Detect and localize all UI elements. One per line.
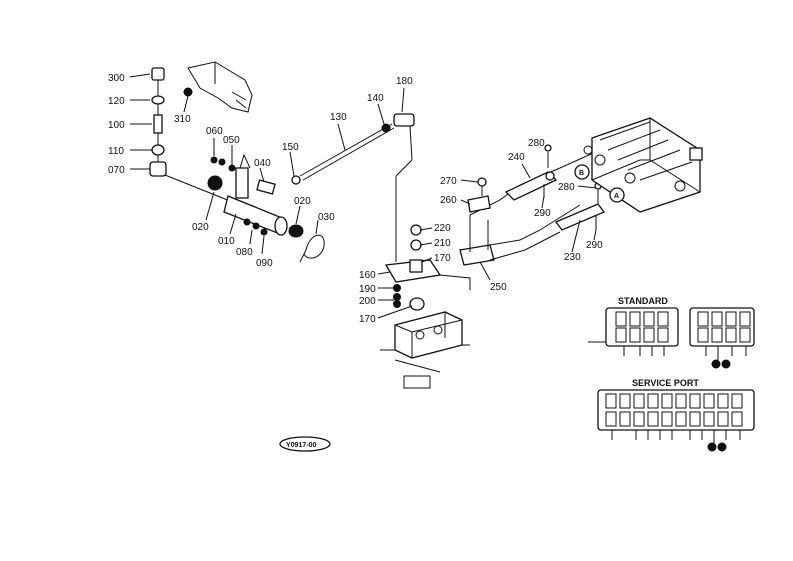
label-230: 230 — [564, 252, 581, 263]
label-130: 130 — [330, 112, 347, 123]
label-100: 100 — [108, 120, 125, 131]
upper-lever — [467, 144, 558, 213]
label-090: 090 — [256, 258, 273, 269]
figure-code: Y0917-00 — [286, 442, 316, 449]
label-250: 250 — [490, 282, 507, 293]
label-020-right: 020 — [294, 196, 311, 207]
ref-a: A — [614, 193, 619, 200]
ref-circle-b — [574, 164, 590, 180]
label-300: 300 — [108, 73, 125, 84]
label-060: 060 — [206, 126, 223, 137]
service-port-inset: SERVICE PORT — [597, 378, 755, 452]
label-180: 180 — [396, 76, 413, 87]
label-110: 110 — [108, 146, 124, 157]
label-190: 190 — [359, 284, 376, 295]
label-080: 080 — [236, 247, 253, 258]
label-050: 050 — [223, 135, 240, 146]
label-260: 260 — [440, 195, 457, 206]
label-210: 210 — [434, 238, 451, 249]
label-220: 220 — [434, 223, 451, 234]
standard-heading: STANDARD — [618, 296, 668, 306]
label-160: 160 — [359, 270, 376, 281]
label-010: 010 — [218, 236, 235, 247]
leader-lines — [129, 73, 597, 319]
label-280-mid: 280 — [558, 182, 575, 193]
pedal-bracket — [187, 61, 253, 113]
control-rod — [299, 113, 415, 262]
label-170-bottom: 170 — [359, 314, 376, 325]
label-290-bottom: 290 — [586, 240, 603, 251]
label-290-top: 290 — [534, 208, 551, 219]
part-labels: 300 120 100 110 070 310 060 050 040 150 … — [108, 73, 603, 325]
label-030: 030 — [318, 212, 335, 223]
label-150: 150 — [282, 142, 299, 153]
label-120: 120 — [108, 96, 125, 107]
label-240: 240 — [508, 152, 525, 163]
label-310: 310 — [174, 114, 191, 125]
label-140: 140 — [367, 93, 384, 104]
valve-body — [380, 311, 470, 389]
label-270: 270 — [440, 176, 457, 187]
label-280-top: 280 — [528, 138, 545, 149]
shaft-assembly — [164, 153, 325, 263]
standard-inset: STANDARD — [588, 296, 755, 369]
figure-code-badge: Y0917-00 — [279, 436, 331, 452]
label-040: 040 — [254, 158, 271, 169]
label-170-top: 170 — [434, 253, 451, 264]
label-200: 200 — [359, 296, 376, 307]
control-valve-stack — [583, 117, 703, 213]
service-port-heading: SERVICE PORT — [632, 378, 699, 388]
label-020-left: 020 — [192, 222, 209, 233]
ref-circle-a — [609, 187, 625, 203]
ref-b: B — [579, 170, 584, 177]
center-pivot — [384, 224, 471, 311]
label-070: 070 — [108, 165, 125, 176]
